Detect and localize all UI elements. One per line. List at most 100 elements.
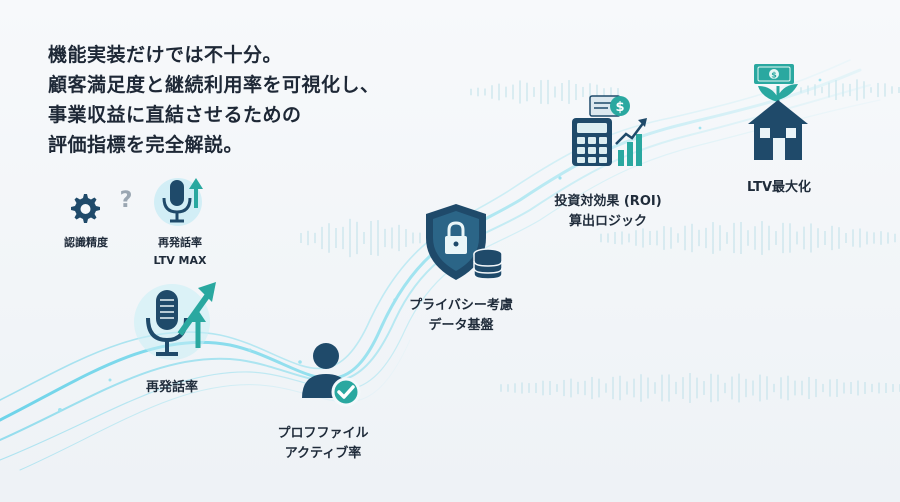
waveform-bar	[880, 231, 882, 245]
waveform-bar	[768, 225, 770, 251]
waveform-bar	[843, 382, 845, 394]
waveform-bar	[328, 223, 330, 253]
waveform-bar	[852, 229, 854, 247]
waveform-bar	[775, 231, 777, 245]
waveform-bar	[675, 381, 677, 395]
waveform-bar	[821, 86, 823, 94]
waveform-bar	[307, 230, 309, 246]
headline-line-1: 機能実装だけでは不十分。	[48, 44, 283, 66]
waveform-bar	[526, 82, 528, 102]
waveform-bar	[491, 85, 493, 99]
waveform-bar	[635, 230, 637, 246]
waveform-bar	[733, 222, 735, 254]
waveform-bar	[796, 231, 798, 245]
waveform-bar	[877, 82, 879, 98]
waveform-bar	[794, 380, 796, 396]
waveform-bar	[498, 83, 500, 101]
waveform-bar	[726, 232, 728, 244]
waveform-bar	[619, 375, 621, 401]
waveform-bar	[377, 220, 379, 256]
waveform-bar	[628, 233, 630, 243]
waveform-bar	[850, 382, 852, 394]
waveform-bar	[871, 383, 873, 393]
waveform-bar	[542, 380, 544, 396]
gear-icon	[71, 194, 100, 223]
waveform-bar	[654, 382, 656, 394]
waveform-bar	[589, 83, 591, 101]
waveform-bar	[570, 378, 572, 398]
waveform-bar	[661, 374, 663, 402]
waveform-bar	[745, 378, 747, 398]
waveform-bar	[575, 83, 577, 101]
user-check-icon	[302, 343, 361, 407]
audio-waveform	[300, 79, 900, 403]
microphone-up-arrow-icon	[154, 178, 203, 226]
waveform-bar	[682, 377, 684, 399]
waveform-bar	[605, 383, 607, 393]
waveform-bar	[384, 228, 386, 248]
waveform-bar	[857, 380, 859, 396]
waveform-bar	[540, 80, 542, 104]
waveform-bar	[828, 82, 830, 98]
waveform-bar	[600, 233, 602, 243]
house-money-icon: $	[748, 64, 808, 160]
waveform-bar	[884, 83, 886, 97]
waveform-bar	[856, 79, 858, 101]
waveform-bar	[614, 231, 616, 245]
waveform-bar	[808, 376, 810, 400]
waveform-bar	[815, 378, 817, 398]
waveform-bar	[710, 373, 712, 403]
waveform-bar	[512, 84, 514, 100]
headline-line-3: 事業収益に直結させるための	[48, 104, 302, 126]
waveform-bar	[740, 221, 742, 255]
label-recall-ltv-max: 再発話率 LTV MAX	[153, 236, 207, 267]
waveform-bar	[610, 87, 612, 97]
waveform-bar	[782, 222, 784, 254]
waveform-bar	[582, 86, 584, 98]
waveform-bar	[759, 374, 761, 402]
waveform-bar	[814, 84, 816, 96]
waveform-bar	[617, 88, 619, 96]
waveform-bar	[696, 377, 698, 399]
waveform-bar	[789, 223, 791, 253]
headline-line-2: 顧客満足度と継続利用率を可視化し、	[48, 74, 380, 96]
waveform-bar	[773, 383, 775, 393]
waveform-bar	[717, 374, 719, 402]
waveform-bar	[866, 231, 868, 245]
waveform-bar	[829, 379, 831, 397]
waveform-bar	[647, 377, 649, 399]
waveform-bar	[892, 384, 894, 392]
waveform-bar	[412, 232, 414, 244]
question-mark: ?	[119, 188, 133, 213]
waveform-bar	[349, 218, 351, 258]
waveform-bar	[477, 87, 479, 97]
waveform-bar	[878, 382, 880, 394]
waveform-bar	[419, 232, 421, 244]
waveform-bar	[391, 227, 393, 249]
waveform-bar	[612, 376, 614, 400]
waveform-bar	[300, 233, 302, 243]
waveform-bar	[561, 83, 563, 101]
waveform-bar	[521, 382, 523, 394]
waveform-bar	[607, 233, 609, 243]
waveform-bar	[514, 383, 516, 393]
waveform-bar	[705, 227, 707, 249]
waveform-bar	[342, 226, 344, 250]
label-ltv-max: LTV最大化	[746, 180, 812, 195]
waveform-bar	[596, 84, 598, 100]
waveform-bar	[689, 373, 691, 403]
waveform-bar	[691, 223, 693, 253]
waveform-bar	[766, 376, 768, 400]
waveform-bar	[642, 228, 644, 248]
waveform-bar	[703, 381, 705, 395]
waveform-bar	[470, 88, 472, 96]
waveform-bar	[621, 231, 623, 245]
waveform-bar	[835, 79, 837, 101]
waveform-bar	[668, 374, 670, 402]
glow-dots	[58, 78, 822, 412]
waveform-bar	[321, 226, 323, 250]
waveform-bar	[568, 80, 570, 104]
waveform-bar	[738, 373, 740, 403]
waveform-bar	[633, 378, 635, 398]
waveform-bar	[863, 81, 865, 99]
